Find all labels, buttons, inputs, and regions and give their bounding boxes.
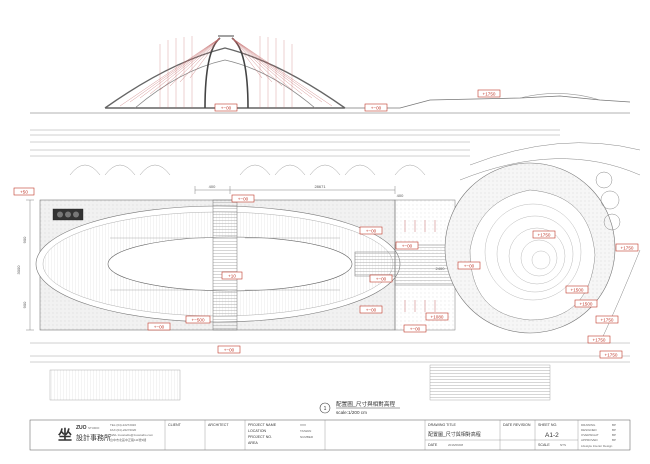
tb-location-label: LOCATION (248, 429, 267, 433)
dim-top-total: 28671 (314, 184, 326, 189)
tb-architect-label: ARCHITECT (208, 423, 229, 427)
level-step-b: +−00 (410, 327, 421, 332)
level-court-mid: +−00 (376, 277, 387, 282)
dimension-lines: 400 28671 400 900 3000 900 2400 (16, 184, 446, 331)
dim-left-c: 900 (22, 301, 27, 308)
level-far-right-1: +1750 (601, 318, 614, 323)
level-center-oval: +10 (228, 274, 236, 279)
tb-project-no-value: NUMBER (300, 435, 314, 439)
drawing-title-cn: 配置圖_尺寸與相對高程 (336, 400, 395, 408)
dim-right-gap: 2400 (436, 266, 446, 271)
plan-level-tags: +50 +−00 +10 +−500 +−00 +−00 +−00 +−00 +… (13, 187, 639, 359)
firm-name-cn: 設計事務所 (76, 433, 111, 442)
level-far-right-3: +1750 (605, 353, 618, 358)
scale-note: scale:1/200 cm (336, 410, 367, 415)
level-left-edge: +50 (20, 190, 28, 195)
level-step-a: +−00 (402, 244, 413, 249)
level-court-lower: +−00 (366, 308, 377, 313)
firm-tel: TEL:(04)-22272020 (110, 423, 136, 427)
tb-area-label: AREA (248, 441, 258, 445)
tb-date-label: DATE (428, 443, 438, 447)
level-left-lower: +−500 (191, 318, 204, 323)
tb-credit: Lifestyle Interior Design (581, 444, 613, 448)
tb-project-name-label: PROJECT NAME (248, 423, 277, 427)
firm-name-en: ZUO (76, 425, 87, 431)
level-bridge-right: +−00 (371, 106, 382, 111)
tb-client-label: CLIENT (168, 423, 182, 427)
elevation-view: +−00 +−00 +1750 (30, 35, 631, 114)
firm-address: 台中市北區中正路111號3樓 (110, 437, 146, 442)
level-mound-peak: +1750 (538, 233, 551, 238)
firm-mail: MAIL:zuostudio@zuostudio.com (110, 433, 154, 437)
level-mound-mid: +1500 (571, 288, 584, 293)
level-step-c: +1080 (431, 315, 444, 320)
tb-scale-label: SCALE (538, 443, 550, 447)
title-block: 坐 ZUO STUDIO 設計事務所 TEL:(04)-22272020 FAX… (29, 419, 631, 451)
level-court-upper: +−00 (366, 229, 377, 234)
tb-location-value: TAIWAN (300, 429, 311, 433)
tb-scale-value: NTS (560, 443, 566, 447)
tb-approved-label: APPROVED (581, 438, 599, 442)
tb-sheet-no-label: SHEET NO. (538, 423, 557, 427)
tb-initials-4: BP (612, 438, 616, 442)
drawing-caption: 1 配置圖_尺寸與相對高程 scale:1/200 cm (319, 400, 400, 415)
dim-top-b: 400 (397, 193, 404, 198)
level-mound-low: +1500 (580, 302, 593, 307)
level-stair-top: +−00 (238, 197, 249, 202)
tb-date-revision-label: DATE REVISION (503, 423, 531, 427)
tb-initials-1: BP (612, 423, 616, 427)
view-number: 1 (324, 406, 327, 412)
tb-sheet-value: A1-2 (545, 432, 559, 439)
level-ramp-top: +1750 (483, 92, 496, 97)
tb-initials-3: BP (612, 433, 616, 437)
firm-logo-glyph: 坐 (58, 427, 72, 443)
level-step-d: +−00 (464, 264, 475, 269)
tb-drawn-label: DRAWING (581, 423, 596, 427)
level-far-right-4: +1750 (621, 246, 634, 251)
level-bottom-left: +−00 (154, 325, 165, 330)
level-bottom-center: +−00 (224, 348, 235, 353)
tb-project-no-label: PROJECT NO. (248, 435, 272, 439)
tb-initials-2: BP (612, 428, 616, 432)
dim-left-a: 900 (22, 236, 27, 243)
level-far-right-2: +1750 (593, 338, 606, 343)
dim-left-b: 3000 (16, 265, 21, 275)
firm-fax: FAX:(04)-22272020 (110, 428, 137, 432)
tb-drawing-title-label: DRAWING TITLE (428, 423, 457, 427)
tb-date-value: 2016/09/08 (448, 443, 463, 447)
level-bridge-left: +−00 (221, 106, 232, 111)
tb-designed-label: DESIGNED (581, 428, 598, 432)
plan-view (30, 129, 641, 401)
firm-name-suffix: STUDIO (88, 426, 100, 430)
dim-top-a: 400 (209, 184, 216, 189)
tb-project-name-value: XXX (300, 423, 306, 427)
tb-drawing-title-value: 配置圖_尺寸與相對高程 (428, 431, 481, 438)
tb-oversight-label: OVERSIGHT (581, 433, 599, 437)
